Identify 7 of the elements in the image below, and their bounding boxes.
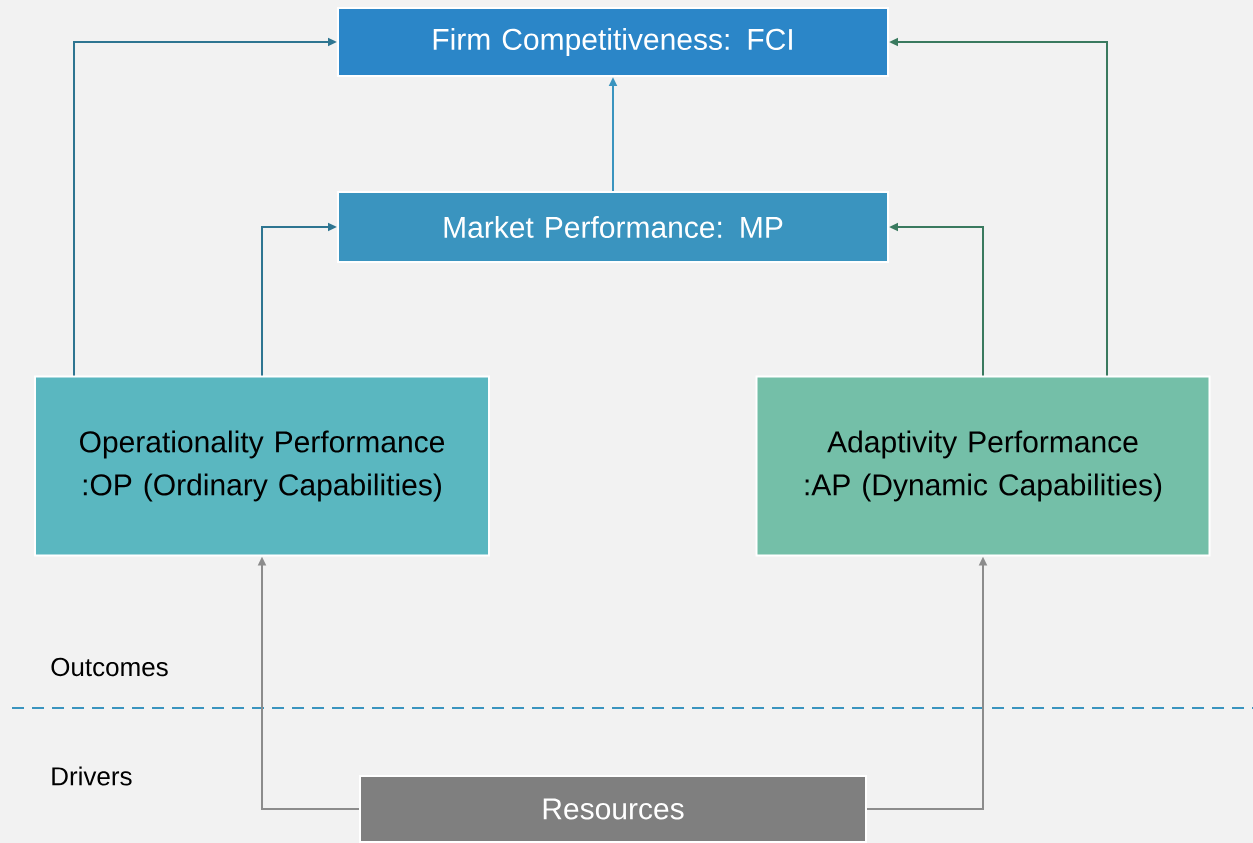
process-box: Operationality Performance :OP (Ordinary Capabilities) xyxy=(34,375,490,557)
section-label: Outcomes xyxy=(51,657,168,677)
process-box: Market Performance: MP xyxy=(337,191,889,263)
process-box: Resources xyxy=(359,775,867,843)
process-box: Firm Competitiveness: FCI xyxy=(337,7,889,77)
process-box: Adaptivity Performance :AP (Dynamic Capabilities) xyxy=(755,375,1211,557)
section-label: Drivers xyxy=(52,766,132,786)
